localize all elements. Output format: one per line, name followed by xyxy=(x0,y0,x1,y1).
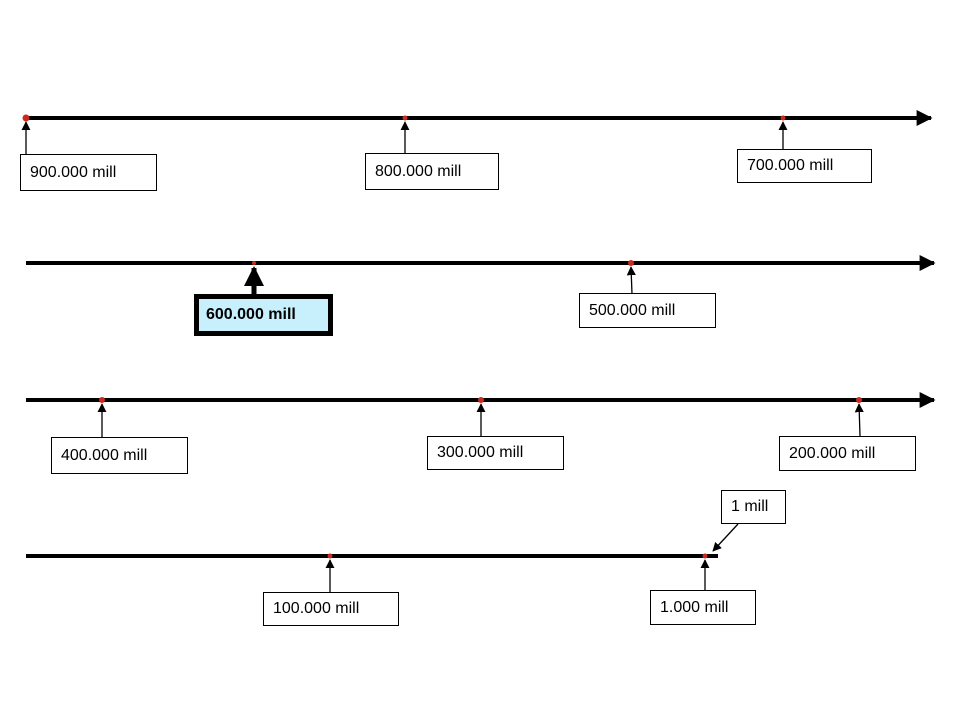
label-1-mill-callout: 1 mill xyxy=(721,490,786,524)
pointer-arrow xyxy=(854,403,864,437)
label-300000-mill: 300.000 mill xyxy=(427,436,564,470)
marker-dot xyxy=(252,261,256,265)
label-600000-mill-highlighted: 600.000 mill xyxy=(194,294,333,336)
marker-dot xyxy=(780,115,786,121)
marker-dot xyxy=(22,114,30,122)
label-200000-mill: 200.000 mill xyxy=(779,436,916,471)
marker-dot xyxy=(702,553,708,559)
pointer-arrow-callout xyxy=(712,523,739,552)
label-1000-mill: 1.000 mill xyxy=(650,590,756,625)
label-500000-mill: 500.000 mill xyxy=(579,293,716,328)
label-400000-mill: 400.000 mill xyxy=(51,437,188,474)
label-900000-mill: 900.000 mill xyxy=(20,154,157,191)
label-100000-mill: 100.000 mill xyxy=(263,592,399,626)
marker-dot xyxy=(402,115,408,121)
marker-dot xyxy=(327,553,333,559)
marker-dot xyxy=(856,397,862,403)
pointer-arrow xyxy=(626,266,636,295)
marker-dot xyxy=(99,397,105,403)
label-800000-mill: 800.000 mill xyxy=(365,153,499,190)
marker-dot xyxy=(628,260,634,266)
label-700000-mill: 700.000 mill xyxy=(737,149,872,183)
marker-dot xyxy=(478,397,484,403)
